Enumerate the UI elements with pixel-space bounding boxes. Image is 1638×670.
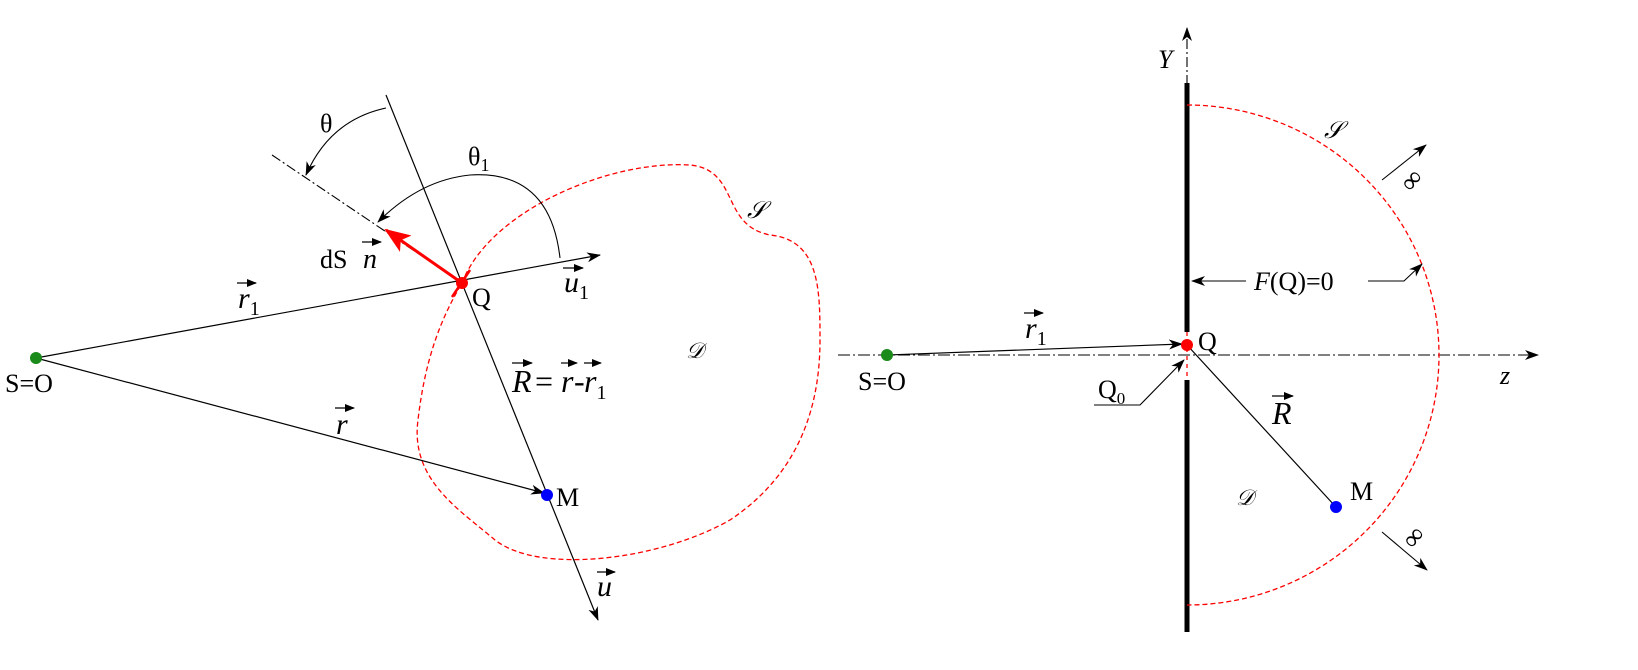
left-normal-axis xyxy=(271,154,463,284)
right-figure: S=O Q M Q0 𝒮 𝒟 Y z ∞ ∞ F(Q)=0 r1 R xyxy=(838,27,1539,632)
right-domain-label: 𝒟 xyxy=(1236,485,1258,510)
left-surface-curve xyxy=(416,164,821,561)
left-R-line xyxy=(385,94,599,621)
left-R-equation: R = r - r1 xyxy=(511,359,606,404)
right-source-label: S=O xyxy=(858,367,906,396)
left-ds-label: dS xyxy=(320,245,347,274)
right-q0-label: Q0 xyxy=(1098,375,1125,408)
left-q-label: Q xyxy=(472,283,491,312)
left-theta1-arc xyxy=(377,174,561,259)
right-y-axis-label: Y xyxy=(1158,45,1175,74)
left-source-point xyxy=(30,352,42,364)
right-infinity-top: ∞ xyxy=(1394,163,1431,198)
right-R-label: R xyxy=(1271,395,1292,431)
right-f-arrow-right xyxy=(1368,263,1423,282)
right-surface-label: 𝒮 xyxy=(1324,118,1349,144)
right-q0-leader xyxy=(1094,359,1185,406)
left-theta-arc xyxy=(305,107,387,176)
left-r1-line xyxy=(35,252,601,359)
left-u1-label: u1 xyxy=(564,266,589,304)
right-q-label: Q xyxy=(1198,327,1217,356)
left-r-label: r xyxy=(336,408,348,441)
left-R-eq-eq: = xyxy=(535,363,553,399)
right-infinity-bottom: ∞ xyxy=(1396,520,1433,555)
left-r-line xyxy=(35,357,545,495)
right-m-label: M xyxy=(1350,477,1373,506)
left-normal-vector xyxy=(384,228,463,285)
right-r1-label: r1 xyxy=(1025,312,1047,350)
right-condition-label: F(Q)=0 xyxy=(1253,267,1334,296)
left-m-point xyxy=(541,489,553,501)
right-r1-line xyxy=(886,339,1183,356)
right-surface-semicircle xyxy=(1186,104,1440,606)
right-source-point xyxy=(881,349,893,361)
left-R-eq-minus: - xyxy=(574,363,585,399)
left-R-eq-R: R xyxy=(511,363,532,399)
right-infinity-arrow-bottom xyxy=(1381,531,1428,571)
left-u-label: u xyxy=(597,570,612,603)
right-q-point xyxy=(1181,339,1193,351)
right-z-axis-label: z xyxy=(1499,361,1510,390)
left-theta1-label: θ1 xyxy=(468,142,489,175)
right-infinity-arrow-top xyxy=(1381,144,1427,181)
left-R-eq-r1: r1 xyxy=(584,363,606,404)
right-m-point xyxy=(1330,501,1342,513)
left-q-point xyxy=(456,277,468,289)
left-R-eq-r: r xyxy=(561,363,574,399)
left-n-label: n xyxy=(363,244,377,275)
right-R-line xyxy=(1186,344,1336,507)
left-source-label: S=O xyxy=(5,369,53,398)
left-figure: S=O Q M 𝒮 𝒟 θ θ1 dS n r1 r u1 u R = r - xyxy=(5,94,821,621)
left-r1-label: r1 xyxy=(238,282,260,320)
left-domain-label: 𝒟 xyxy=(686,338,708,363)
left-surface-label: 𝒮 xyxy=(747,198,772,224)
left-m-label: M xyxy=(556,483,579,512)
left-theta-label: θ xyxy=(320,109,332,138)
